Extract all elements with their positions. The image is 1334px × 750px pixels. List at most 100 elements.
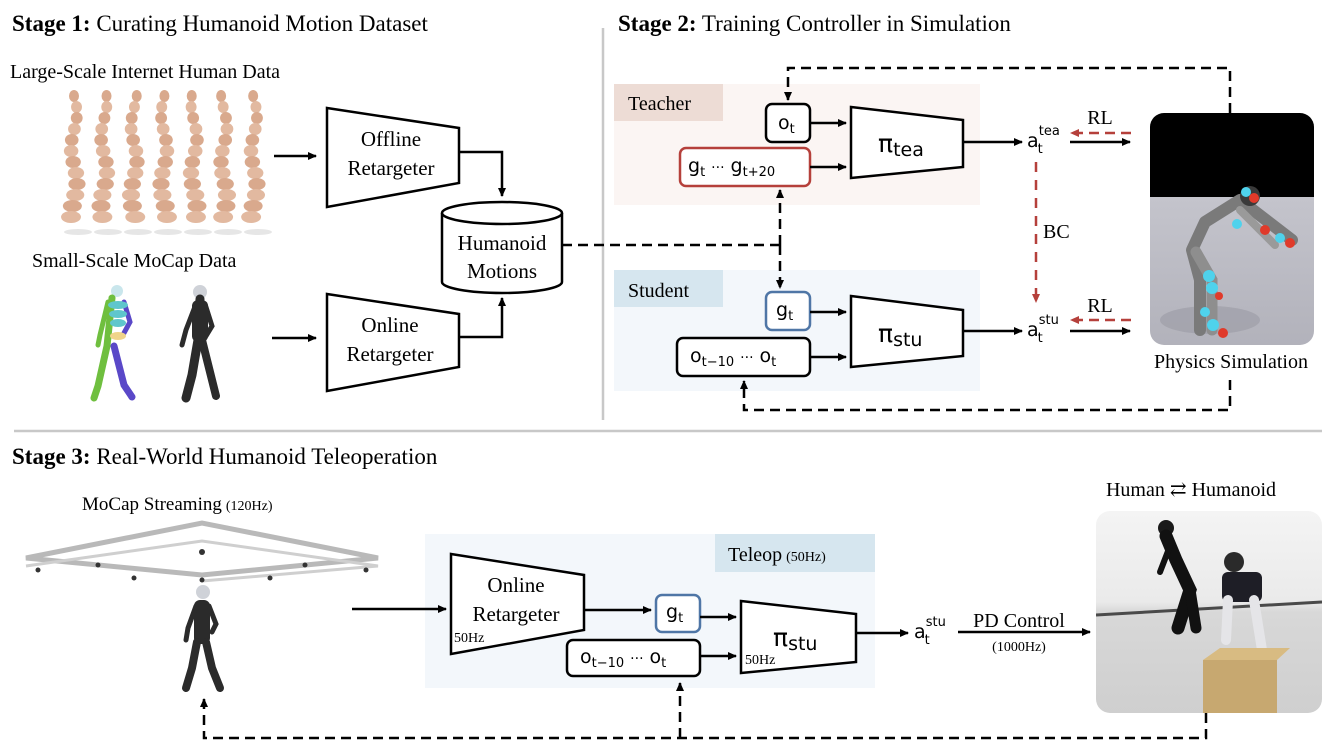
human-humanoid-label: Human ⇄ Humanoid [1106, 479, 1276, 501]
motion-figure [159, 134, 173, 146]
motion-figure [157, 211, 177, 223]
bc-label: BC [1043, 221, 1070, 243]
motion-figure [244, 156, 261, 168]
figure-shadow [154, 229, 182, 235]
motion-figure [98, 167, 116, 179]
motion-figure [215, 145, 230, 157]
online-retargeter-line1: Online [361, 313, 418, 337]
motion-figure [94, 134, 108, 146]
motion-figure [66, 189, 85, 201]
mocap-truss-image [25, 520, 379, 583]
pd-control-rate: (1000Hz) [992, 640, 1046, 655]
motion-figure [129, 156, 145, 168]
motion-figure [220, 112, 232, 124]
offline-retargeter-line1: Offline [361, 127, 421, 151]
motion-figure [216, 90, 227, 102]
pd-control-label: PD Control [973, 610, 1065, 632]
teleop-policy-text: πstu [773, 623, 817, 655]
online-retargeter-line2: Retargeter [346, 342, 433, 366]
motion-figure [64, 134, 79, 146]
teleop-retargeter-line1: Online [487, 573, 544, 597]
figure-shadow [64, 229, 92, 235]
motion-figure [251, 112, 263, 124]
motion-figure [156, 123, 170, 135]
arrow-offline-to-db [459, 150, 506, 197]
stage2-title: Stage 2: Training Controller in Simulati… [618, 11, 1011, 36]
rl-label-teacher: RL [1087, 107, 1113, 129]
motion-figure [68, 123, 81, 135]
physics-simulation-image [1150, 113, 1314, 345]
motion-figure [248, 90, 259, 102]
motion-figure [220, 123, 234, 135]
motion-figure [123, 178, 141, 190]
student-policy-text: πstu [878, 319, 922, 351]
teleop-retargeter-rate: 50Hz [454, 631, 484, 646]
motion-figure [62, 200, 82, 212]
motion-figure [186, 211, 206, 223]
mocap-performer-image [182, 585, 224, 692]
sim-state-feedback-teacher [784, 66, 1232, 113]
motion-figure [68, 178, 86, 190]
teacher-label: Teacher [628, 93, 691, 115]
motion-figure [187, 145, 203, 157]
motion-figure [63, 145, 79, 157]
motion-figure [124, 123, 138, 135]
motion-figure [122, 200, 142, 212]
motion-figure [95, 123, 109, 135]
teleop-policy-rate: 50Hz [745, 653, 775, 668]
teleop-goal-box: gt [654, 593, 702, 634]
motion-figure [248, 123, 262, 135]
motion-figure [246, 189, 266, 201]
motion-figure [183, 178, 201, 190]
motion-figure [155, 200, 175, 212]
teacher-obs-box: ot [764, 102, 812, 144]
motion-figure [187, 112, 200, 124]
teacher-tag [614, 84, 723, 121]
teacher-goals-box: gt···gt+20 [678, 146, 812, 188]
student-obs-history-box: ot−10···ot [675, 336, 812, 378]
motion-figure [126, 134, 140, 146]
motion-figure [243, 200, 263, 212]
teleop-student-policy-block: πstu 50Hz [739, 599, 858, 675]
offline-retargeter-line2: Retargeter [347, 156, 434, 180]
motion-figure [96, 178, 114, 190]
mocap-skeleton-image [90, 285, 136, 402]
teacher-action: attea [1027, 124, 1060, 157]
motion-figure [154, 167, 171, 179]
student-label: Student [628, 280, 690, 302]
motion-figure [241, 211, 262, 223]
motion-figure [71, 101, 82, 113]
student-goal-box: gt [764, 290, 812, 332]
stage2-section: Stage 2: Training Controller in Simulati… [562, 11, 1314, 412]
motion-figure [67, 167, 85, 179]
teleop-goal-text: gt [666, 601, 683, 626]
motion-figure [98, 112, 111, 124]
motion-figure [156, 101, 168, 113]
motion-figure [98, 156, 114, 168]
teleop-tag [715, 534, 875, 572]
motion-figure [153, 189, 172, 201]
motion-figure [248, 178, 266, 190]
mocap-suit-figure-image [179, 285, 220, 403]
database-label-line1: Humanoid [458, 231, 547, 255]
motion-figure [159, 145, 175, 157]
motion-figure [184, 156, 201, 168]
motion-figure [128, 101, 140, 113]
teleop-action: atstu [914, 615, 946, 648]
small-scale-data-label: Small-Scale MoCap Data [32, 250, 237, 272]
student-obs-history-text: ot−10···ot [690, 345, 776, 370]
motion-figure [243, 145, 259, 157]
motion-figure [65, 156, 81, 168]
motion-figure [250, 101, 262, 113]
motion-figure [121, 189, 141, 201]
motion-figure [125, 211, 146, 223]
teacher-obs-text: ot [778, 112, 795, 137]
motion-figure [131, 90, 142, 102]
large-scale-data-label: Large-Scale Internet Human Data [10, 61, 280, 83]
motion-figure [155, 112, 168, 124]
motion-figure [186, 189, 205, 201]
motion-figure [182, 167, 200, 179]
student-policy-block: πstu [849, 294, 965, 369]
motion-figure [216, 178, 234, 190]
motion-figure [70, 112, 83, 124]
